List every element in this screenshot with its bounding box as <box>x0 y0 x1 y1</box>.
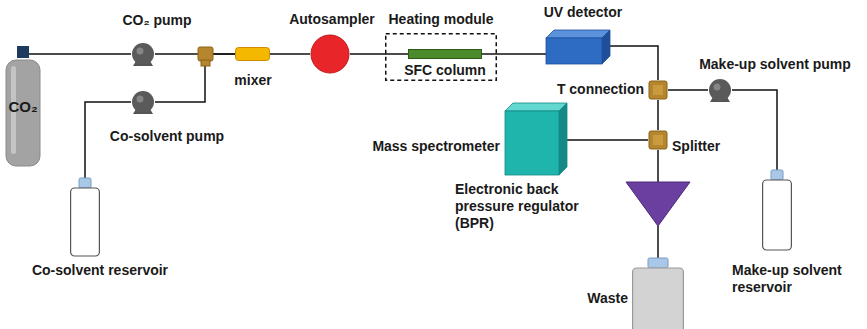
tubing-line <box>668 89 708 91</box>
component-label: Make-up solvent pump <box>699 56 851 73</box>
pump-symbol: Make-up solvent pump <box>708 78 732 102</box>
regulator-symbol: Electronic back pressure regulator (BPR) <box>626 182 690 226</box>
component-label: mixer <box>234 72 271 89</box>
waste-bottle-shape <box>632 258 684 329</box>
column-symbol-shape <box>408 49 482 59</box>
spectrometer-box: Mass spectrometer <box>505 103 567 175</box>
splitter-symbol: Splitter <box>648 130 668 150</box>
tubing-line <box>482 53 546 55</box>
tubing-line <box>270 53 310 55</box>
component-label: Co-solvent pump <box>110 128 224 145</box>
tubing-line <box>567 139 648 141</box>
column-symbol: SFC column <box>408 49 482 59</box>
component-label: Mass spectrometer <box>372 138 500 155</box>
tee-connector: T connection <box>648 80 668 100</box>
component-label: Waste <box>587 290 628 307</box>
spectrometer-box-shape <box>505 103 567 175</box>
component-label: SFC column <box>404 62 486 79</box>
component-label: Electronic back pressure regulator (BPR) <box>455 181 615 231</box>
component-label: Make-up solvent reservoir <box>732 262 860 296</box>
pump-symbol: Co-solvent pump <box>131 90 155 114</box>
tubing-line <box>657 150 659 182</box>
tubing-line <box>732 90 777 170</box>
pump-symbol-shape <box>131 90 155 114</box>
tubing-line <box>155 54 235 102</box>
mixer-symbol: mixer <box>235 47 270 61</box>
pump-symbol: CO₂ pump <box>131 42 155 66</box>
component-label: UV detector <box>544 4 623 21</box>
tee-connector-shape <box>648 80 668 100</box>
component-label: Co-solvent reservoir <box>32 262 168 279</box>
tubing-line <box>40 53 131 55</box>
solvent-bottle-shape <box>70 178 100 256</box>
autosampler-symbol-shape <box>310 34 350 74</box>
gas-cylinder: CO₂ <box>6 46 40 166</box>
tubing-line <box>350 53 408 55</box>
pump-symbol-shape <box>131 42 155 66</box>
detector-box-shape <box>546 30 610 64</box>
tee-fitting <box>198 47 213 66</box>
component-label: CO₂ pump <box>122 12 191 29</box>
heating-module: SFC columnHeating module <box>385 33 497 81</box>
component-label: Autosampler <box>289 11 375 28</box>
tubing-line <box>610 46 658 80</box>
regulator-symbol-shape <box>626 182 690 226</box>
tubing-line <box>657 100 659 130</box>
splitter-symbol-shape <box>648 130 668 150</box>
waste-bottle: Waste <box>632 258 684 329</box>
component-label: Heating module <box>388 11 493 28</box>
component-label: Splitter <box>672 138 720 155</box>
solvent-bottle: Make-up solvent reservoir <box>762 170 792 250</box>
detector-box: UV detector <box>546 30 610 64</box>
tubing-line <box>657 226 659 258</box>
solvent-bottle: Co-solvent reservoir <box>70 178 100 256</box>
autosampler-symbol: Autosampler <box>310 34 350 74</box>
component-label: CO₂ <box>8 98 37 116</box>
component-label: T connection <box>557 81 644 98</box>
mixer-symbol-shape <box>235 47 270 61</box>
solvent-bottle-shape <box>762 170 792 250</box>
pump-symbol-shape <box>708 78 732 102</box>
